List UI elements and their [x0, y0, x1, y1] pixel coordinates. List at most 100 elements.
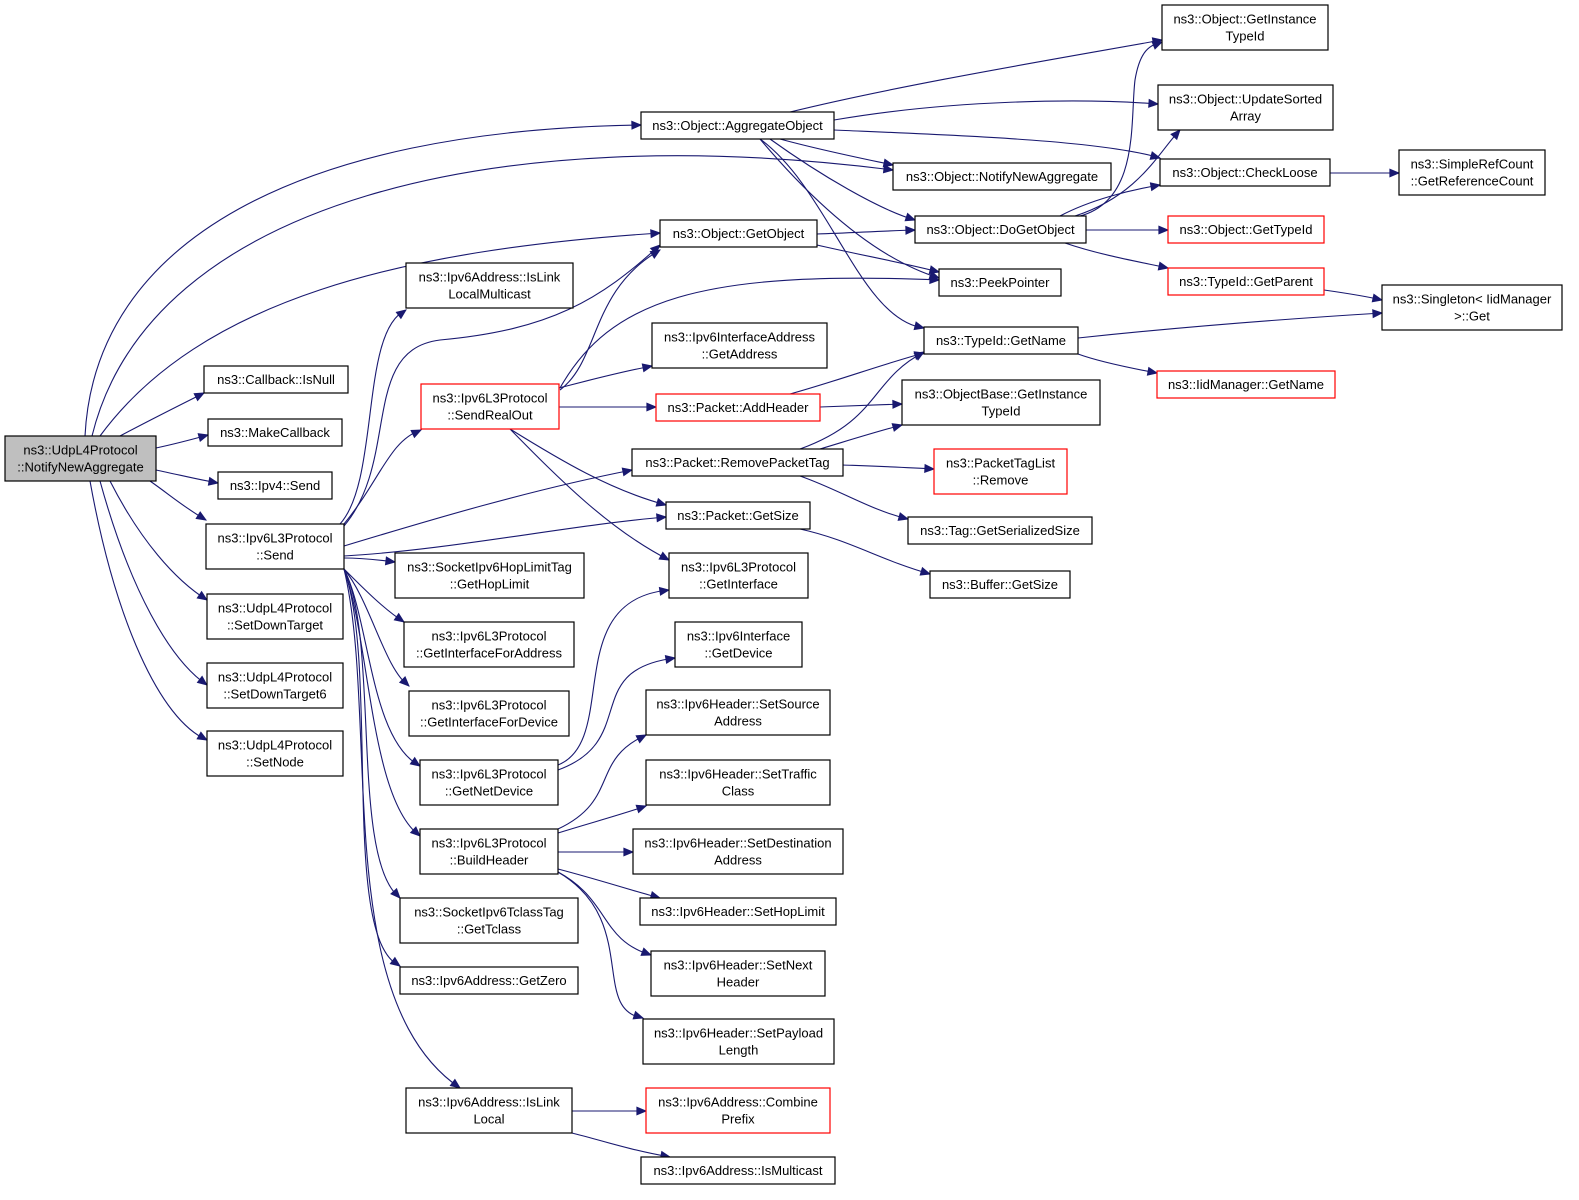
node-box — [206, 730, 344, 777]
node-ns3-object-checkloose[interactable]: ns3::Object::CheckLoose — [1159, 158, 1331, 187]
arrowhead-icon — [635, 734, 648, 744]
node-ns3-ipv6l3protocol-getinterfacefordevice[interactable]: ns3::Ipv6L3Protocol::GetInterfaceForDevi… — [408, 690, 570, 737]
node-label-line: ::GetDevice — [705, 646, 773, 661]
node-box — [1157, 84, 1334, 131]
node-label-line: ::NotifyNewAggregate — [17, 460, 143, 475]
edge-n1-to-n7 — [769, 138, 917, 222]
node-box — [205, 523, 345, 570]
node-ns3-udpl4protocol-setnode[interactable]: ns3::UdpL4Protocol::SetNode — [206, 730, 344, 777]
node-box — [632, 828, 844, 875]
arrowhead-icon — [1372, 309, 1384, 319]
node-ns3-makecallback[interactable]: ns3::MakeCallback — [207, 418, 343, 447]
node-label-line: ns3::ObjectBase::GetInstance — [915, 387, 1088, 402]
node-label-line: ns3::Ipv6L3Protocol — [432, 836, 547, 851]
node-ns3-object-getobject[interactable]: ns3::Object::GetObject — [659, 219, 818, 248]
edge-n11-to-n7 — [816, 225, 917, 235]
node-ns3-peekpointer[interactable]: ns3::PeekPointer — [938, 268, 1062, 297]
node-label-line: ::Remove — [973, 473, 1029, 488]
node-ns3-packettaglist-remove[interactable]: ns3::PacketTagList::Remove — [933, 448, 1068, 495]
node-ns3-object-aggregateobject[interactable]: ns3::Object::AggregateObject — [640, 111, 835, 140]
node-ns3-packet-addheader[interactable]: ns3::Packet::AddHeader — [655, 393, 821, 422]
node-ns3-ipv6address-ismulticast[interactable]: ns3::Ipv6Address::IsMulticast — [640, 1156, 836, 1185]
node-label-line: ns3::Object::GetTypeId — [1180, 222, 1313, 237]
arrowhead-icon — [904, 212, 917, 222]
node-label-line: ns3::UdpL4Protocol — [218, 738, 332, 753]
node-label-line: ns3::Ipv6Header::SetSource — [656, 697, 819, 712]
node-ns3-ipv6l3protocol-getinterfaceforaddress[interactable]: ns3::Ipv6L3Protocol::GetInterfaceForAddr… — [403, 621, 575, 668]
node-box — [203, 365, 349, 394]
node-box — [206, 662, 344, 709]
node-ns3-ipv6address-getzero[interactable]: ns3::Ipv6Address::GetZero — [399, 966, 579, 995]
node-label-line: ns3::Ipv6Address::IsMulticast — [653, 1163, 822, 1178]
node-ns3-socketipv6hoplimittag-gethoplimit[interactable]: ns3::SocketIpv6HopLimitTag::GetHopLimit — [394, 552, 585, 599]
node-ns3-ipv6header-sethoplimit[interactable]: ns3::Ipv6Header::SetHopLimit — [639, 897, 837, 926]
arrowhead-icon — [1151, 41, 1164, 50]
node-ns3-ipv4-send[interactable]: ns3::Ipv4::Send — [217, 471, 333, 500]
node-label-line: ::GetNetDevice — [445, 784, 533, 799]
edge-n23-to-n33 — [509, 428, 671, 561]
node-ns3-udpl4protocol-notifynewaggregate[interactable]: ns3::UdpL4Protocol::NotifyNewAggregate — [4, 435, 157, 482]
edge-n40-to-n37 — [557, 734, 648, 830]
edge-n18-to-n30 — [343, 513, 668, 557]
node-ns3-ipv6l3protocol-sendrealout[interactable]: ns3::Ipv6L3Protocol::SendRealOut — [420, 383, 560, 430]
edge-n1-to-n6 — [779, 138, 895, 168]
node-ns3-typeid-getname[interactable]: ns3::TypeId::GetName — [923, 326, 1079, 355]
node-label-line: ::SetDownTarget — [227, 618, 323, 633]
node-label-line: ns3::PacketTagList — [946, 456, 1056, 471]
arrowhead-icon — [656, 513, 668, 523]
node-ns3-udpl4protocol-setdowntarget6[interactable]: ns3::UdpL4Protocol::SetDownTarget6 — [206, 662, 344, 709]
node-label-line: Class — [722, 784, 755, 799]
node-ns3-buffer-getsize[interactable]: ns3::Buffer::GetSize — [929, 570, 1071, 599]
node-ns3-packet-getsize[interactable]: ns3::Packet::GetSize — [665, 501, 811, 530]
node-box — [403, 621, 575, 668]
node-ns3-packet-removepackettag[interactable]: ns3::Packet::RemovePacketTag — [631, 448, 844, 477]
edge-n27-to-n26 — [819, 423, 904, 450]
edge-n27-to-n13 — [799, 351, 926, 450]
node-label-line: ns3::Object::CheckLoose — [1172, 165, 1317, 180]
node-ns3-ipv6interfaceaddress-getaddress[interactable]: ns3::Ipv6InterfaceAddress::GetAddress — [651, 322, 828, 369]
node-ns3-simplerefcount-getreferencecount[interactable]: ns3::SimpleRefCount::GetReferenceCount — [1398, 149, 1546, 196]
node-box — [907, 516, 1093, 545]
node-ns3-ipv6l3protocol-send[interactable]: ns3::Ipv6L3Protocol::Send — [205, 523, 345, 570]
node-ns3-tag-getserializedsize[interactable]: ns3::Tag::GetSerializedSize — [907, 516, 1093, 545]
edge-n11-to-n12 — [816, 244, 941, 275]
node-box — [419, 828, 559, 875]
node-ns3-ipv6l3protocol-getnetdevice[interactable]: ns3::Ipv6L3Protocol::GetNetDevice — [419, 759, 559, 806]
node-box — [1156, 370, 1336, 399]
node-ns3-singleton-iidmanager-get[interactable]: ns3::Singleton< IidManager>::Get — [1381, 284, 1563, 331]
node-label-line: Address — [714, 853, 762, 868]
node-ns3-udpl4protocol-setdowntarget[interactable]: ns3::UdpL4Protocol::SetDownTarget — [206, 593, 344, 640]
node-ns3-callback-isnull[interactable]: ns3::Callback::IsNull — [203, 365, 349, 394]
node-ns3-object-notifynewaggregate[interactable]: ns3::Object::NotifyNewAggregate — [892, 162, 1112, 191]
node-box — [640, 1156, 836, 1185]
edge-n1-to-n3 — [833, 98, 1160, 121]
node-ns3-object-dogetobject[interactable]: ns3::Object::DoGetObject — [914, 215, 1087, 244]
arrowhead-icon — [928, 265, 941, 275]
node-ns3-typeid-getparent[interactable]: ns3::TypeId::GetParent — [1167, 267, 1325, 296]
node-label-line: ns3::Ipv6Address::IsLink — [418, 1095, 560, 1110]
node-ns3-ipv6l3protocol-buildheader[interactable]: ns3::Ipv6L3Protocol::BuildHeader — [419, 828, 559, 875]
node-ns3-socketipv6tclasstag-gettclass[interactable]: ns3::SocketIpv6TclassTag::GetTclass — [399, 897, 579, 944]
arrowhead-icon — [398, 676, 410, 687]
node-label-line: ns3::Ipv6Header::SetHopLimit — [651, 904, 825, 919]
node-box — [394, 552, 585, 599]
node-ns3-ipv6interface-getdevice[interactable]: ns3::Ipv6Interface::GetDevice — [674, 621, 803, 668]
node-box — [938, 268, 1062, 297]
node-box — [639, 897, 837, 926]
node-ns3-object-gettypeid[interactable]: ns3::Object::GetTypeId — [1167, 215, 1325, 244]
edge-n7-to-n2 — [1079, 41, 1164, 217]
node-box — [640, 111, 835, 140]
node-ns3-iidmanager-getname[interactable]: ns3::IidManager::GetName — [1156, 370, 1336, 399]
node-ns3-ipv6l3protocol-getinterface[interactable]: ns3::Ipv6L3Protocol::GetInterface — [668, 552, 809, 599]
